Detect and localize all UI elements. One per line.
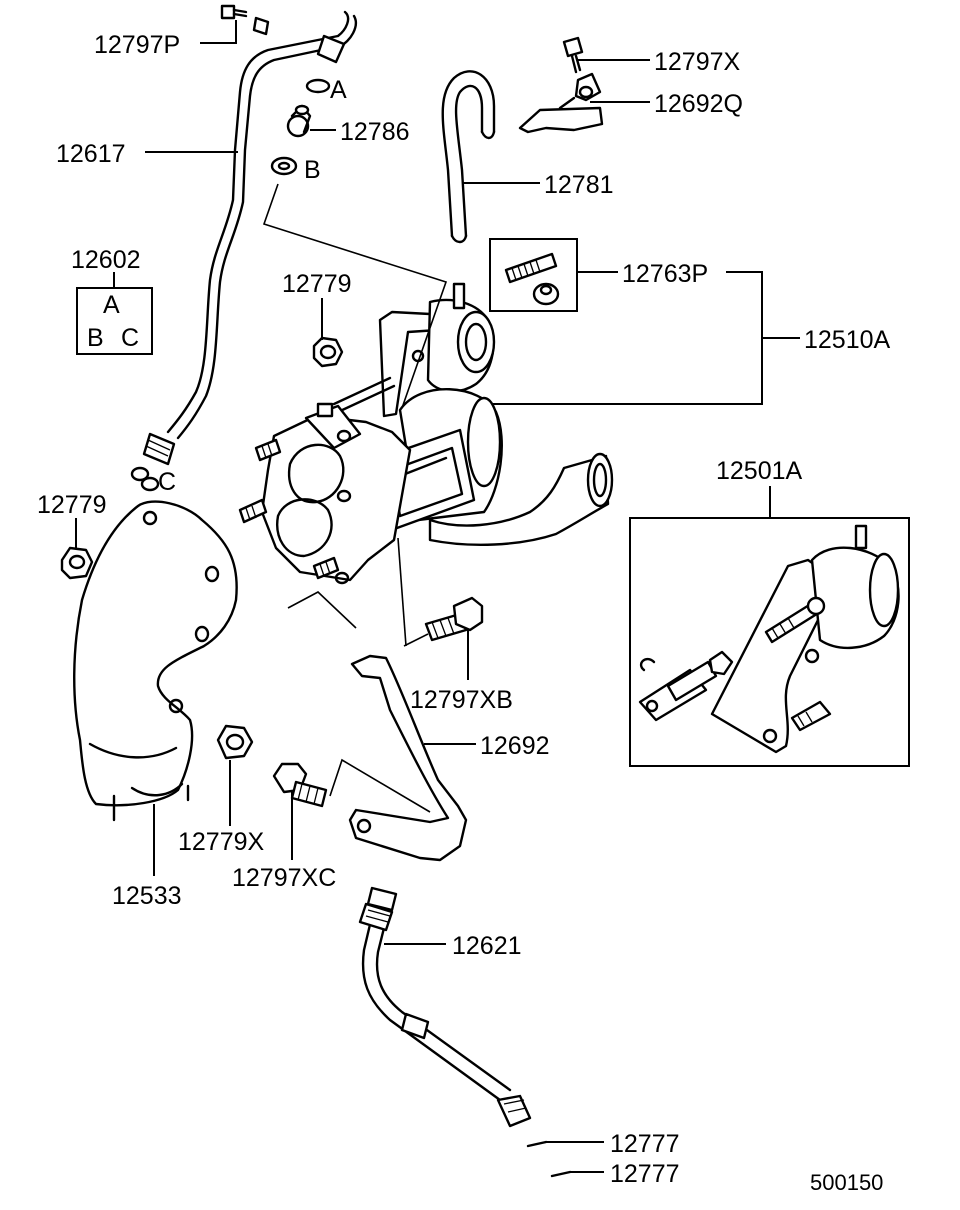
label-12797P: 12797P [94,31,180,59]
label-12533: 12533 [112,882,182,910]
nut-12779-top [312,336,344,368]
actuator-kit-12501A [629,486,910,767]
oil-feed-pipe-12617 [142,10,357,466]
assembly-guide-lines [262,183,448,647]
gasket-A-icon [305,78,331,94]
bolt-12797XB [424,596,484,642]
bracket-12692 [329,654,468,862]
label-12621: 12621 [452,932,522,960]
label-12602: 12602 [71,246,141,274]
kit-box-C: C [121,324,139,352]
part-labels: 12797P 12617 12786 12602 12779 12779 127… [37,31,891,1195]
nut-12779-left [60,546,94,580]
label-12501A: 12501A [716,457,803,485]
label-12779X: 12779X [178,828,265,856]
ref-label-B: B [304,156,321,184]
label-12797XB: 12797XB [410,686,513,714]
figure-number: 500150 [810,1170,883,1195]
label-12781: 12781 [544,171,614,199]
bolt-12797X [562,36,584,74]
kit-box-B: B [87,324,104,352]
banjo-bolt-12797P [220,4,248,20]
label-12692Q: 12692Q [654,90,743,118]
leader-lines [75,20,800,1173]
stud-kit-12763P [489,238,578,312]
seal-12777-a [526,1140,548,1148]
bracket-12692Q [518,72,604,134]
label-12779-top: 12779 [282,270,352,298]
bolt-12797XC [272,762,328,808]
hose-12781 [441,70,496,244]
oil-return-pipe-12533 [73,500,238,822]
gasket-C-icon [130,466,160,492]
nut-12779X [216,724,254,760]
label-12797X: 12797X [654,48,741,76]
label-12777-a: 12777 [610,1130,680,1158]
label-12786: 12786 [340,118,410,146]
label-12797XC: 12797XC [232,864,336,892]
gasket-B-icon [270,156,298,176]
label-12617: 12617 [56,140,126,168]
label-12510A: 12510A [804,326,891,354]
gasket-kit-box: A B C [76,272,153,355]
seal-12777-b [550,1170,572,1178]
ref-label-C: C [158,468,176,496]
turbocharger-12510A [238,282,614,585]
ref-label-A: A [330,76,347,104]
oil-pipe-12621 [358,886,532,1128]
label-12779-left: 12779 [37,491,107,519]
label-12763P: 12763P [622,260,708,288]
union-bolt-12786 [286,104,312,138]
kit-box-A: A [103,291,120,319]
label-12777-b: 12777 [610,1160,680,1188]
label-12692: 12692 [480,732,550,760]
